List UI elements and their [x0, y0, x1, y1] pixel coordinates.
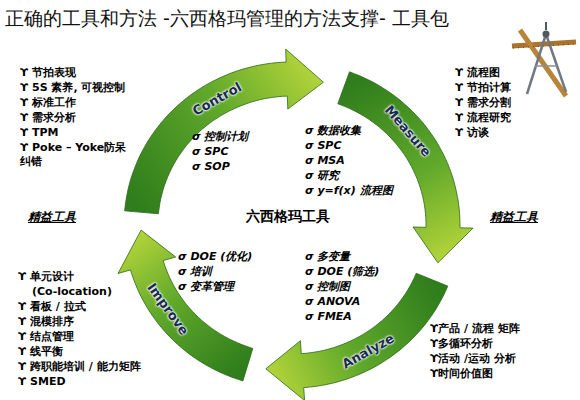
lean-tool-item: ϒ 标准工作 [20, 96, 76, 110]
lean-tool-item: ϒ TPM [20, 126, 59, 140]
sigma-tool-item: σ 控制计划 [192, 130, 248, 144]
sigma-tool-item: σ 研究 [305, 169, 339, 183]
sigma-tool-item: σ y=f(x) 流程图 [305, 184, 393, 198]
lean-tool-item: ϒ 看板 / 拉式 [18, 300, 86, 314]
lean-tool-item: ϒ 访谈 [455, 126, 489, 140]
group-heading: 六西格玛工具 [246, 209, 330, 223]
arrow-shape [125, 49, 324, 214]
arrow-outline [263, 271, 450, 400]
sigma-tool-item: σ DOE (筛选) [305, 265, 379, 279]
sigma-tool-item: σ SOP [192, 160, 230, 174]
sigma-tool-item: σ 变革管理 [178, 280, 234, 294]
lean-tool-item: ϒ 混模排序 [18, 315, 74, 329]
compass-leg [527, 34, 546, 94]
lean-tool-item: ϒ 结点管理 [18, 330, 74, 344]
lean-tool-item: (Co-location) [32, 285, 112, 299]
lean-tool-item: ϒ时间价值图 [430, 367, 493, 381]
lean-tool-item: ϒ 跨职能培训 / 能力矩阵 [18, 360, 141, 374]
lean-tool-item: ϒ 单元设计 [18, 270, 74, 284]
lean-tool-item: ϒ 流程图 [455, 66, 500, 80]
sigma-tool-item: σ SPC [305, 139, 341, 153]
lean-tool-item: ϒ SMED [18, 375, 66, 389]
lean-tool-item: ϒ 需求分割 [455, 96, 511, 110]
drafting-tools-illustration [512, 22, 576, 96]
sigma-tool-item: σ FMEA [305, 310, 352, 324]
lean-tool-item: ϒ 节拍表现 [20, 66, 76, 80]
lean-tool-item: ϒ产品 / 流程 矩阵 [430, 322, 520, 336]
group-heading: 精益工具 [28, 210, 76, 224]
lean-tool-item: ϒ 流程研究 [455, 111, 511, 125]
compass-arc [535, 65, 557, 67]
sigma-tool-item: σ 多变量 [305, 250, 350, 264]
lean-tool-item: ϒ 节拍计算 [455, 81, 511, 95]
sigma-tool-item: σ ANOVA [305, 295, 360, 309]
arrow-shape [118, 230, 253, 381]
lean-tool-item: ϒ Poke – Yoke防呆纠错 [20, 141, 132, 169]
arrow-shape [338, 72, 473, 263]
sigma-tool-item: σ DOE (优化) [178, 250, 252, 264]
lean-tool-item: ϒ 5S 素养, 可视控制 [20, 81, 125, 95]
sigma-tool-item: σ MSA [305, 154, 345, 168]
compass-pivot [543, 31, 550, 38]
ruler-ticks [513, 44, 575, 48]
sigma-tool-item: σ 培训 [178, 265, 212, 279]
lean-tool-item: ϒ 线平衡 [18, 345, 63, 359]
cycle-arrow: Measure [335, 69, 475, 265]
arrow-shape [266, 273, 448, 400]
ruler [520, 30, 566, 96]
arrow-outline [335, 69, 475, 265]
lean-tool-item: ϒ活动 /运动 分析 [430, 352, 516, 366]
cycle-arrow: Analyze [263, 271, 450, 400]
sigma-tool-item: σ SPC [192, 145, 228, 159]
compass-handle [545, 22, 547, 30]
diagram-title: 正确的工具和方法 -六西格玛管理的方法支撑- 工具包 [5, 6, 449, 32]
lean-tool-item: ϒ多循环分析 [430, 337, 493, 351]
sigma-tool-item: σ 控制图 [305, 280, 350, 294]
lean-tool-item: ϒ 需求分析 [20, 111, 76, 125]
compass-leg [546, 34, 566, 92]
group-heading: 精益工具 [490, 210, 538, 224]
sigma-tool-item: σ 数据收集 [305, 124, 361, 138]
